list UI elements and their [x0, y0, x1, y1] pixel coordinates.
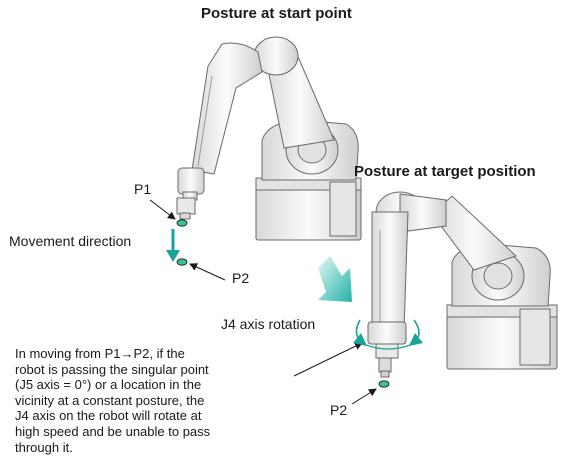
target-posture-title: Posture at target position [354, 163, 536, 180]
p2-target-label: P2 [330, 402, 348, 418]
transition-arrow [318, 256, 352, 302]
movement-direction-label: Movement direction [9, 233, 132, 249]
j4-rotation-arrows [353, 319, 423, 350]
robot-start-posture [176, 36, 362, 241]
robot-target-posture [367, 191, 558, 378]
note-leader-arrow [293, 342, 363, 377]
singular-point-note: In moving from P1→P2, if the robot is pa… [15, 346, 285, 455]
j4-rotation-label: J4 axis rotation [221, 316, 316, 332]
p2-target-leader-arrow [351, 388, 377, 405]
note-line: J4 axis on the robot will rotate at [15, 408, 202, 424]
note-line: high speed and be unable to pass [15, 423, 211, 439]
note-line: vicinity at a constant posture, the [15, 392, 205, 408]
note-line: (J5 axis = 0°) or a location in the [15, 377, 202, 393]
note-line: In moving from P1→P2, if the [15, 346, 185, 361]
p2-label: P2 [232, 270, 250, 286]
start-posture-title: Posture at start point [201, 5, 352, 22]
note-line: through it. [15, 439, 73, 455]
p1-leader-arrow [149, 199, 176, 220]
p1-label: P1 [134, 181, 152, 197]
p2-leader-arrow [189, 263, 226, 281]
p2-target-marker [378, 380, 390, 388]
movement-direction-arrow [166, 229, 180, 262]
note-line: robot is passing the singular point [15, 361, 209, 377]
p1-marker [176, 219, 188, 227]
p2-marker [176, 258, 188, 266]
